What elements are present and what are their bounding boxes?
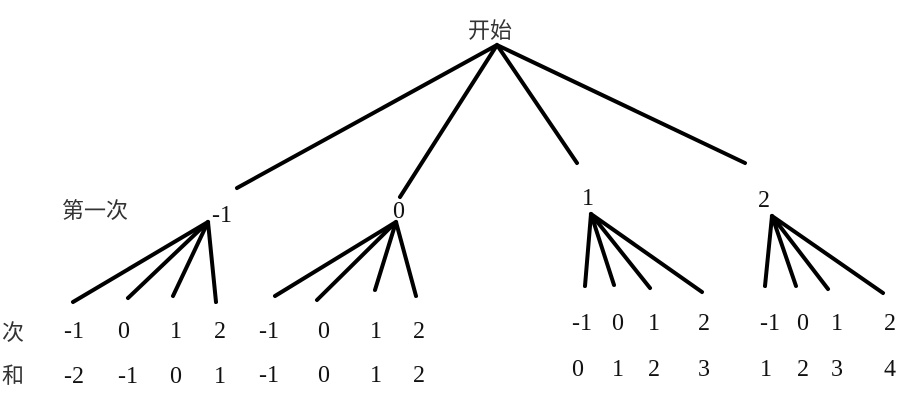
branch-edge [315,220,398,302]
branch-edge [206,220,218,304]
sum-value: 0 [170,363,182,389]
sum-value: 1 [760,356,772,382]
branch-edge [589,212,704,294]
sum-value: 3 [831,356,843,382]
sum-value: 4 [884,356,896,382]
first-draw-node: 2 [758,187,770,213]
branch-edge [126,220,210,300]
sum-label: 和 [2,364,24,389]
second-draw-value: 2 [413,318,425,344]
second-draw-value: 1 [170,318,182,344]
root-edge [495,43,747,165]
second-draw-label: 次 [2,321,24,346]
second-draw-value: 0 [118,318,130,344]
second-draw-value: 2 [698,310,710,336]
sum-value: 3 [698,356,710,382]
branch-edge [589,212,616,287]
sum-value: 0 [318,362,330,388]
second-draw-value: 0 [318,318,330,344]
sum-value: 1 [370,362,382,388]
branch-edge [589,212,652,290]
sum-value: 1 [612,356,624,382]
second-draw-value: 2 [884,310,896,336]
second-draw-value: -1 [572,310,592,336]
first-draw-label: 第一次 [62,199,128,224]
branch-edge [770,214,798,288]
root-edge [398,43,499,199]
sum-value: 2 [413,362,425,388]
branch-edge [394,220,418,298]
branch-edge [763,214,774,288]
first-draw-node: 1 [582,185,594,211]
sum-value: 2 [648,356,660,382]
second-draw-value: 0 [797,310,809,336]
first-draw-node: -1 [212,202,232,228]
branch-edge [373,220,398,292]
branch-edge [770,214,885,295]
second-draw-value: 2 [214,318,226,344]
second-draw-value: -1 [64,318,84,344]
second-draw-value: 1 [648,310,660,336]
sum-value: 0 [572,356,584,382]
branch-edge [171,220,210,298]
branch-edge [583,212,593,288]
root-edge [235,43,499,190]
branch-edge [273,220,398,298]
root-edge [495,43,579,165]
second-draw-value: -1 [259,318,279,344]
sum-value: -1 [118,363,138,389]
second-draw-value: 0 [612,310,624,336]
sum-value: -2 [64,363,84,389]
second-draw-value: -1 [760,310,780,336]
second-draw-value: 1 [831,310,843,336]
sum-value: -1 [259,362,279,388]
root-label: 开始 [468,19,512,44]
branch-edge [770,214,830,291]
second-draw-value: 1 [370,318,382,344]
sum-value: 1 [214,363,226,389]
branch-edge [71,220,210,304]
first-draw-node: 0 [393,198,405,224]
sum-value: 2 [797,356,809,382]
